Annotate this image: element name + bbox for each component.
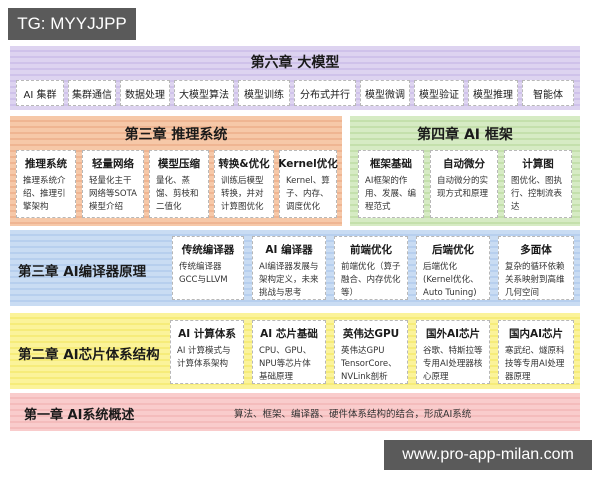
chapter1-title: 第一章 AI系统概述	[24, 408, 135, 423]
card-title: 框架基础	[370, 158, 412, 170]
chip-card: 英伟达GPU 英伟达GPU TensorCore、NVLink剖析	[334, 320, 408, 384]
compiler-card: 传统编译器 传统编译器GCC与LLVM	[172, 236, 244, 300]
chip-card: AI 芯片基础 CPU、GPU、NPU等芯片体基础原理	[252, 320, 326, 384]
framework-card: 框架基础 AI框架的作用、发展、编程范式	[358, 150, 424, 218]
card-desc: AI框架的作用、发展、编程范式	[365, 176, 417, 212]
card-desc: 前端优化（算子融合、内存优化等）	[341, 262, 401, 298]
inference-card: 模型压缩 量化、蒸馏、剪枝和二值化	[149, 150, 209, 218]
card-desc: 轻量化主干网络等SOTA模型介绍	[89, 176, 137, 212]
chapter4-title: 第四章 AI 框架	[417, 127, 513, 143]
card-desc: AI 计算模式与计算体系架构	[177, 346, 231, 369]
card-title: AI 芯片基础	[260, 328, 318, 340]
card-title: 前端优化	[350, 244, 392, 256]
chapter6-item: 模型验证	[414, 80, 464, 106]
card-desc: 寒武纪、燧原科技等专用AI处理器原理	[505, 346, 565, 382]
card-desc: 量化、蒸馏、剪枝和二值化	[156, 176, 199, 212]
card-title: 计算图	[522, 158, 554, 170]
card-desc: 谷歌、特斯拉等专用AI处理器核心原理	[423, 346, 483, 382]
card-title: 国内AI芯片	[508, 328, 564, 340]
chapter3-compiler-title: 第三章 AI编译器原理	[18, 264, 147, 280]
card-title: Kernel优化	[278, 158, 338, 170]
chip-card: AI 计算体系 AI 计算模式与计算体系架构	[170, 320, 244, 384]
card-desc: 复杂的循环依赖关系映射到高维几何空间	[505, 262, 565, 298]
card-title: AI 编译器	[265, 244, 313, 256]
chapter6-title: 第六章 大模型	[250, 55, 340, 71]
card-desc: 图优化、图执行、控制流表达	[511, 176, 563, 212]
chapter3-inference-title: 第三章 推理系统	[124, 127, 228, 143]
chip-card: 国外AI芯片 谷歌、特斯拉等专用AI处理器核心原理	[416, 320, 490, 384]
chapter6-item: 分布式并行	[294, 80, 356, 106]
inference-card: 推理系统 推理系统介绍、推理引擎架构	[16, 150, 76, 218]
chapter1-band: 第一章 AI系统概述 算法、框架、编译器、硬件体系结构的结合，形成AI系统	[10, 393, 580, 431]
chapter6-item: 模型推理	[468, 80, 518, 106]
card-desc: CPU、GPU、NPU等芯片体基础原理	[259, 346, 312, 382]
card-desc: 传统编译器GCC与LLVM	[179, 262, 228, 285]
card-title: 推理系统	[25, 158, 67, 170]
card-desc: 后端优化(Kernel优化、Auto Tuning)	[423, 262, 479, 298]
watermark-top-left: TG: MYYJJPP	[8, 8, 136, 40]
card-title: 传统编译器	[181, 244, 235, 256]
card-desc: 推理系统介绍、推理引擎架构	[23, 176, 66, 212]
watermark-bottom-right: www.pro-app-milan.com	[384, 440, 592, 470]
card-title: 转换&优化	[218, 158, 270, 170]
compiler-card: 后端优化 后端优化(Kernel优化、Auto Tuning)	[416, 236, 490, 300]
framework-card: 计算图 图优化、图执行、控制流表达	[504, 150, 572, 218]
chapter6-item: 大模型算法	[174, 80, 234, 106]
card-desc: 英伟达GPU TensorCore、NVLink剖析	[341, 346, 397, 382]
card-title: 自动微分	[443, 158, 485, 170]
card-title: 轻量网络	[92, 158, 134, 170]
chapter6-item: AI 集群	[16, 80, 64, 106]
chapter6-item: 集群通信	[68, 80, 116, 106]
compiler-card: 多面体 复杂的循环依赖关系映射到高维几何空间	[498, 236, 574, 300]
chapter6-item: 数据处理	[120, 80, 170, 106]
chip-card: 国内AI芯片 寒武纪、燧原科技等专用AI处理器原理	[498, 320, 574, 384]
card-title: 模型压缩	[158, 158, 200, 170]
inference-card: 转换&优化 训练后模型转换，并对计算图优化	[214, 150, 274, 218]
card-title: 多面体	[520, 244, 552, 256]
card-title: 英伟达GPU	[342, 328, 400, 340]
chapter2-title: 第二章 AI芯片体系结构	[18, 347, 160, 363]
chapter6-item: 模型微调	[360, 80, 410, 106]
card-desc: Kernel、算子、内存、调度优化	[286, 176, 330, 212]
chapter1-desc: 算法、框架、编译器、硬件体系结构的结合，形成AI系统	[234, 409, 472, 420]
card-desc: AI编译器发展与架构定义，未来挑战与思考	[259, 262, 319, 298]
card-title: 国外AI芯片	[425, 328, 481, 340]
framework-card: 自动微分 自动微分的实现方式和原理	[430, 150, 498, 218]
card-desc: 训练后模型转换，并对计算图优化	[221, 176, 264, 212]
card-title: AI 计算体系	[178, 328, 236, 340]
inference-card: 轻量网络 轻量化主干网络等SOTA模型介绍	[82, 150, 144, 218]
chapter6-item: 智能体	[522, 80, 574, 106]
chapter6-item: 模型训练	[238, 80, 290, 106]
card-title: 后端优化	[432, 244, 474, 256]
compiler-card: AI 编译器 AI编译器发展与架构定义，未来挑战与思考	[252, 236, 326, 300]
compiler-card: 前端优化 前端优化（算子融合、内存优化等）	[334, 236, 408, 300]
card-desc: 自动微分的实现方式和原理	[437, 176, 489, 199]
inference-card: Kernel优化 Kernel、算子、内存、调度优化	[278, 150, 338, 218]
